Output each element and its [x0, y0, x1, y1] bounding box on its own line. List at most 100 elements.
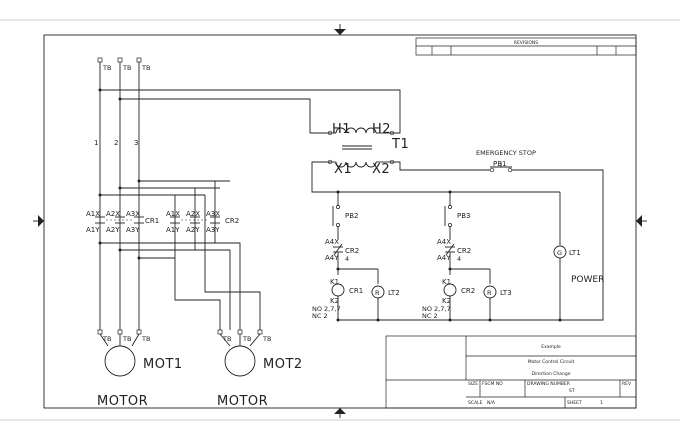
fscm-label: FSCM NO [482, 381, 503, 387]
transformer-t1 [327, 127, 395, 168]
label-a1x-cr2: A1X [166, 210, 180, 218]
terminal-box [117, 57, 123, 63]
label-k2-rung2: K2 [442, 297, 451, 305]
label-lt3: LT3 [500, 289, 512, 297]
terminal-label: TB [122, 64, 131, 72]
scale-label: SCALE [468, 400, 483, 406]
rev-label: REV [622, 381, 632, 387]
label-a2y: A2Y [106, 226, 120, 234]
terminal-label: TB [102, 64, 111, 72]
terminal-label: TB [262, 335, 271, 343]
label-lt2: LT2 [388, 289, 400, 297]
lt1-letter: G [557, 249, 562, 257]
label-a1y-cr2: A1Y [166, 226, 180, 234]
label-a4x-2: A4X [437, 238, 451, 246]
label-x1: X1 [334, 162, 352, 177]
terminal-label: TB [242, 335, 251, 343]
terminal-label: TB [141, 335, 150, 343]
emergency-stop-label: EMERGENCY STOP [476, 149, 536, 157]
label-4-rung2: 4 [457, 255, 461, 263]
label-a3y-cr2: A3Y [206, 226, 220, 234]
label-cr2: CR2 [225, 217, 239, 225]
label-a1x: A1X [86, 210, 100, 218]
label-a1y: A1Y [86, 226, 100, 234]
feed-wire-h2 [100, 89, 401, 134]
sheet-value: 1 [600, 400, 603, 406]
label-a2x-cr2: A2X [186, 210, 200, 218]
terminal-label: TB [141, 64, 150, 72]
company-name: Example [541, 344, 561, 350]
drawing-number-value: ST [569, 388, 575, 394]
lt2-letter: R [375, 289, 380, 297]
label-a4x-1: A4X [325, 238, 339, 246]
junction [118, 97, 122, 101]
terminal-box [136, 57, 142, 63]
label-a3x: A3X [126, 210, 140, 218]
feed-wire-h1 [120, 98, 330, 134]
power-label: POWER [571, 275, 604, 285]
label-a2x: A2X [106, 210, 120, 218]
drawing-title-line1: Motor Control Circuit [528, 359, 575, 365]
mot2-feed [215, 242, 241, 330]
terminal-label: TB [222, 335, 231, 343]
drawing-title-line2: Direction Change [532, 371, 571, 377]
mot2-label: MOT2 [263, 357, 303, 372]
label-h1: H1 [332, 122, 351, 137]
mot2-feed [195, 249, 231, 330]
junction [98, 88, 102, 92]
label-cr2-rung2: CR2 [457, 247, 471, 255]
motor-2-symbol [224, 345, 256, 377]
label-pb1: PB1 [493, 160, 506, 168]
label-cr2-coil: CR2 [461, 287, 475, 295]
control-return [338, 169, 604, 321]
control-bus [311, 161, 560, 193]
phase-number-3: 3 [134, 139, 138, 147]
label-k2-rung1: K2 [330, 297, 339, 305]
label-cr1-coil: CR1 [349, 287, 363, 295]
label-k1-rung2: K1 [442, 278, 451, 286]
phase-number-2: 2 [114, 139, 118, 147]
motor-2-caption: MOTOR [217, 394, 268, 409]
scale-value: N/A [487, 400, 496, 406]
mot1-label: MOT1 [143, 357, 183, 372]
label-lt1: LT1 [569, 249, 581, 257]
label-h2: H2 [372, 122, 391, 137]
label-x2: X2 [372, 162, 390, 177]
cr2-contacts [170, 216, 220, 224]
drawing-border [43, 34, 637, 409]
title-block: Example Motor Control Circuit Direction … [385, 335, 637, 409]
phase-number-1: 1 [94, 139, 98, 147]
nc-contacts-2: NC 2 [422, 312, 438, 320]
mot1-terminals [97, 329, 142, 347]
drawing-number-label: DRAWING NUMBER [527, 381, 570, 387]
label-cr1: CR1 [145, 217, 159, 225]
power-circuit: TB TB TB 1 2 3 A1X [86, 57, 401, 409]
mot2-feed [204, 195, 261, 330]
label-a2y-cr2: A2Y [186, 226, 200, 234]
revisions-block: REVISIONS [415, 37, 637, 56]
lt3-letter: R [487, 289, 492, 297]
revisions-title: REVISIONS [514, 40, 538, 46]
label-a3x-cr2: A3X [206, 210, 220, 218]
label-a3y: A3Y [126, 226, 140, 234]
terminal-box [97, 57, 103, 63]
label-pb2: PB2 [345, 212, 358, 220]
cr1-contacts [95, 216, 144, 224]
no-contacts-1: NO 2,7,7 [312, 305, 341, 313]
label-a4y-1: A4Y [325, 254, 339, 262]
label-k1-rung1: K1 [330, 278, 339, 286]
label-cr2-rung1: CR2 [345, 247, 359, 255]
motor-1-caption: MOTOR [97, 394, 148, 409]
mot2-terminals [217, 329, 263, 347]
control-circuit: EMERGENCY STOP PB1 PB2 A4X CR2 4 A4Y K1 … [311, 149, 604, 322]
terminal-label: TB [122, 335, 131, 343]
size-label: SIZE [468, 381, 478, 387]
label-4-rung1: 4 [345, 255, 349, 263]
motor-1-symbol [104, 345, 136, 377]
terminal-label: TB [102, 335, 111, 343]
label-pb3: PB3 [457, 212, 470, 220]
label-t1: T1 [391, 137, 409, 152]
sheet-label: SHEET [567, 400, 582, 406]
label-a4y-2: A4Y [437, 254, 451, 262]
